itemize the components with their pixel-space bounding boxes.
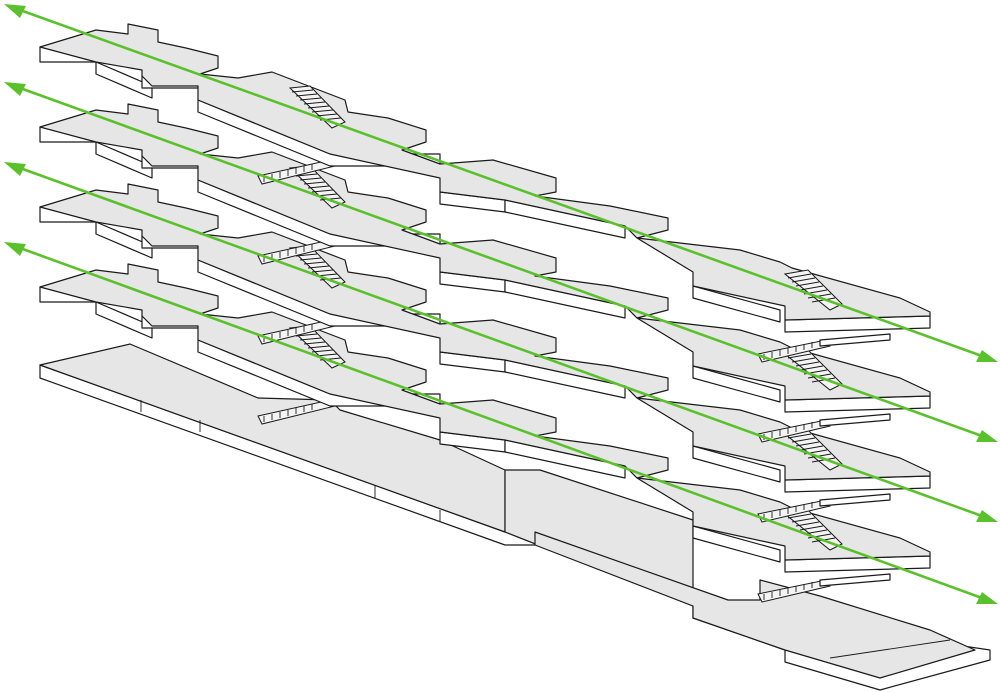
circulation-arrow-4: [4, 242, 998, 604]
circulation-arrow-2: [4, 82, 998, 442]
circulation-arrow-1: [4, 4, 998, 362]
circulation-arrow-3: [4, 162, 998, 522]
ground-slab: [39, 343, 991, 691]
floor-plate-level-2: [39, 183, 931, 507]
